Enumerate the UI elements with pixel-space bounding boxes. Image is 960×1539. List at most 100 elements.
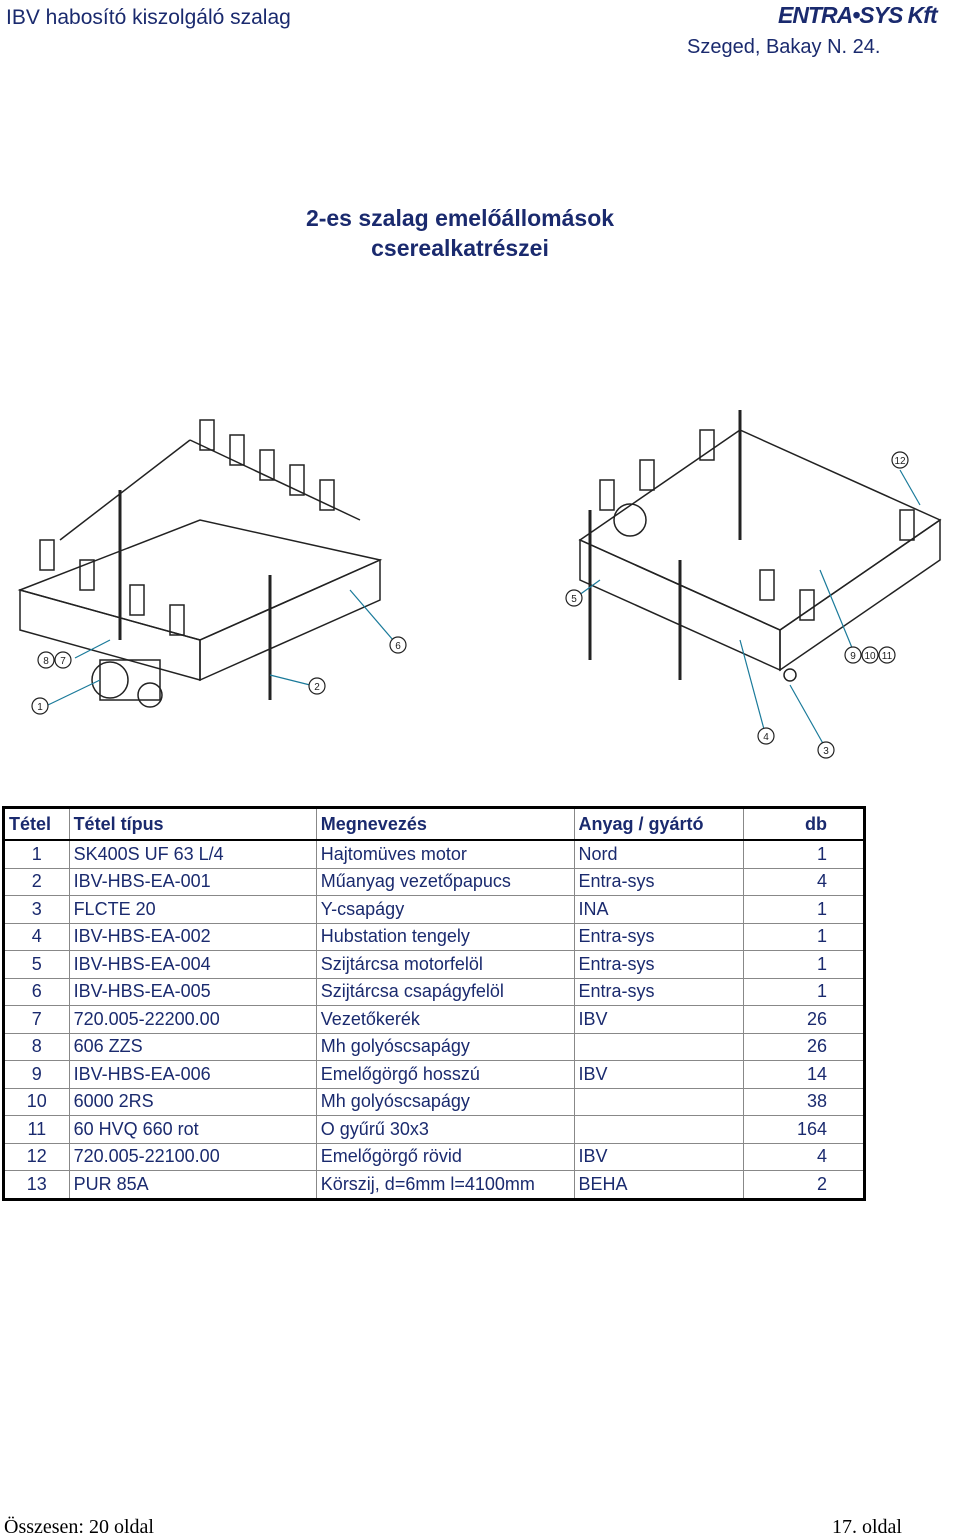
cell-item: 1 (3, 839, 70, 869)
callout-11: 11 (882, 651, 893, 662)
page-title-line1: 2-es szalag emelőállomások (305, 205, 615, 231)
header-address: Szeged, Bakay N. 24. (687, 36, 881, 58)
cell-material: Entra-sys (573, 977, 744, 1006)
cell-material: Nord (573, 839, 744, 869)
callout-7: 7 (60, 656, 66, 667)
callout-4: 4 (763, 732, 769, 743)
cell-name: Szijtárcsa csapágyfelöl (315, 977, 575, 1006)
cell-item: 11 (3, 1115, 70, 1144)
cell-type: IBV-HBS-EA-002 (68, 922, 317, 951)
callout-9: 9 (850, 651, 856, 662)
cell-material (573, 1032, 744, 1061)
cell-material: Entra-sys (573, 922, 744, 951)
cell-type: 60 HVQ 660 rot (68, 1115, 317, 1144)
cell-item: 6 (3, 977, 70, 1006)
cell-qty: 4 (742, 1142, 866, 1171)
cell-item: 10 (3, 1087, 70, 1116)
cell-material: Entra-sys (573, 867, 744, 896)
callout-2: 2 (314, 682, 320, 693)
cell-type: 720.005-22100.00 (68, 1142, 317, 1171)
callout-3: 3 (823, 746, 829, 757)
cell-qty: 26 (742, 1005, 866, 1034)
cell-item: 2 (3, 867, 70, 896)
cell-name: Mh golyóscsapágy (315, 1087, 575, 1116)
right-assembly-frame (578, 410, 942, 682)
cell-qty: 2 (742, 1170, 866, 1200)
cell-material (573, 1087, 744, 1116)
cell-type: 6000 2RS (68, 1087, 317, 1116)
cell-name: Emelőgörgő rövid (315, 1142, 575, 1171)
cell-material: INA (573, 895, 744, 924)
cell-qty: 1 (742, 950, 866, 979)
cell-type: IBV-HBS-EA-001 (68, 867, 317, 896)
cell-material: Entra-sys (573, 950, 744, 979)
cell-item: 12 (3, 1142, 70, 1171)
cell-qty: 1 (742, 839, 866, 869)
cell-name: Hajtomüves motor (315, 839, 575, 869)
cell-name: Körszij, d=6mm l=4100mm (315, 1170, 575, 1200)
col-header-material: Anyag / gyártó (573, 807, 744, 841)
col-header-item: Tétel (3, 807, 70, 841)
parts-table: Tétel Tétel típus Megnevezés Anyag / gyá… (2, 806, 866, 1201)
footer-page-number: 17. oldal (832, 1516, 902, 1538)
col-header-qty: db (742, 807, 866, 841)
cell-name: Szijtárcsa motorfelöl (315, 950, 575, 979)
col-header-name: Megnevezés (315, 807, 575, 841)
cell-type: IBV-HBS-EA-006 (68, 1060, 317, 1089)
footer-total-pages: Összesen: 20 oldal (4, 1516, 154, 1538)
col-header-type: Tétel típus (68, 807, 317, 841)
cell-name: Emelőgörgő hosszú (315, 1060, 575, 1089)
left-assembly-frame (17, 419, 383, 708)
assembly-drawing: 1 2 6 8 7 12 5 9 10 11 4 3 (17, 410, 942, 759)
cell-material: IBV (573, 1142, 744, 1171)
cell-type: SK400S UF 63 L/4 (68, 839, 317, 869)
cell-name: Hubstation tengely (315, 922, 575, 951)
page-title-line2: cserealkatrészei (371, 235, 549, 261)
cell-type: IBV-HBS-EA-005 (68, 977, 317, 1006)
cell-name: O gyűrű 30x3 (315, 1115, 575, 1144)
cell-name: Műanyag vezetőpapucs (315, 867, 575, 896)
cell-item: 13 (3, 1170, 70, 1200)
cell-item: 5 (3, 950, 70, 979)
cell-item: 7 (3, 1005, 70, 1034)
table-header-row: Tétel Tétel típus Megnevezés Anyag / gyá… (3, 807, 866, 841)
cell-qty: 26 (742, 1032, 866, 1061)
cell-type: IBV-HBS-EA-004 (68, 950, 317, 979)
cell-name: Vezetőkerék (315, 1005, 575, 1034)
cell-qty: 1 (742, 895, 866, 924)
cell-type: 720.005-22200.00 (68, 1005, 317, 1034)
cell-name: Y-csapágy (315, 895, 575, 924)
cell-name: Mh golyóscsapágy (315, 1032, 575, 1061)
cell-qty: 1 (742, 977, 866, 1006)
company-logo: ENTRA•SYS Kft (778, 2, 938, 28)
cell-material: BEHA (573, 1170, 744, 1200)
cell-item: 3 (3, 895, 70, 924)
cell-material (573, 1115, 744, 1144)
cell-qty: 4 (742, 867, 866, 896)
cell-item: 4 (3, 922, 70, 951)
cell-qty: 1 (742, 922, 866, 951)
callout-8: 8 (43, 656, 49, 667)
cell-type: PUR 85A (68, 1170, 317, 1200)
cell-qty: 14 (742, 1060, 866, 1089)
callout-5: 5 (571, 594, 577, 605)
cell-type: 606 ZZS (68, 1032, 317, 1061)
callout-1: 1 (37, 702, 43, 713)
cell-item: 9 (3, 1060, 70, 1089)
cell-qty: 164 (742, 1115, 866, 1144)
callout-12: 12 (894, 456, 906, 467)
cell-qty: 38 (742, 1087, 866, 1116)
callout-6: 6 (395, 641, 401, 652)
cell-material: IBV (573, 1060, 744, 1089)
